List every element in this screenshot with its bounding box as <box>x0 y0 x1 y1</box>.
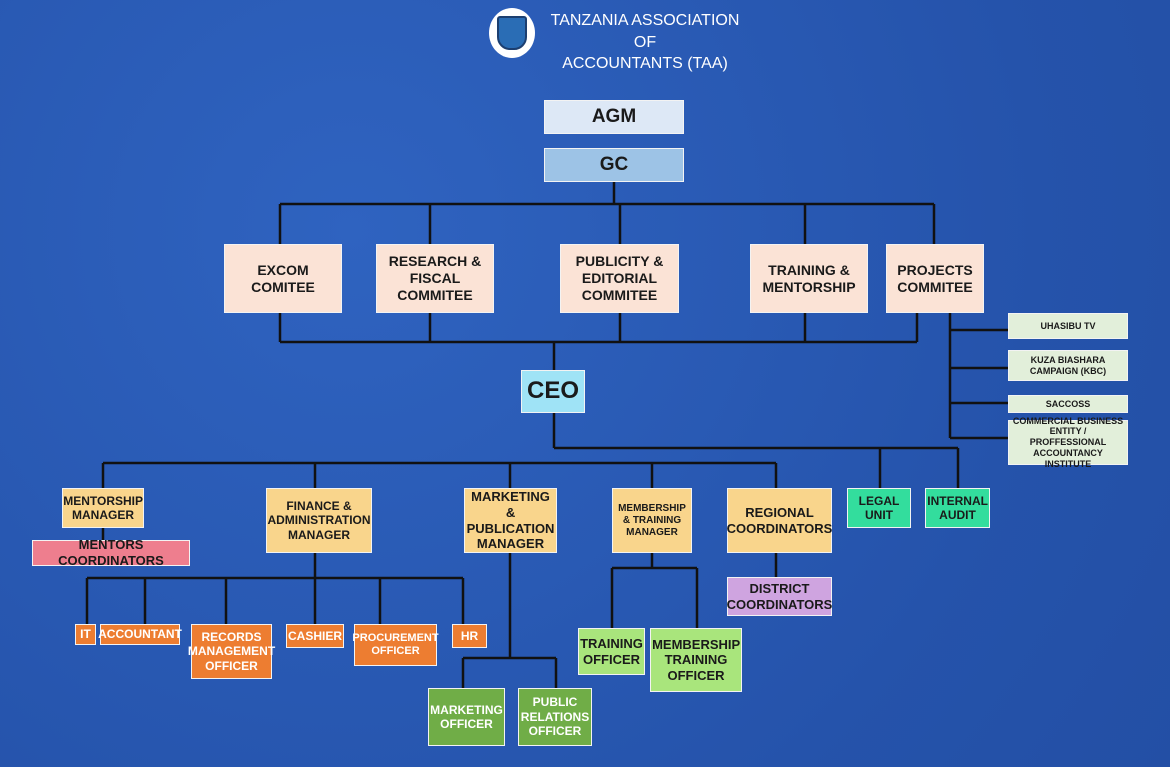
project-kbc: KUZA BIASHARA CAMPAIGN (KBC) <box>1008 350 1128 381</box>
internal-audit: INTERNAL AUDIT <box>925 488 990 528</box>
project-saccoss: SACCOSS <box>1008 395 1128 413</box>
membership-manager: MEMBERSHIP & TRAINING MANAGER <box>612 488 692 553</box>
regional-coordinators: REGIONAL COORDINATORS <box>727 488 832 553</box>
title-line-1: TANZANIA ASSOCIATION OF <box>550 12 740 51</box>
committee-projects: PROJECTS COMMITEE <box>886 244 984 313</box>
staff-records-officer: RECORDS MANAGEMENT OFFICER <box>188 624 275 679</box>
finance-manager: FINANCE & ADMINISTRATION MANAGER <box>266 488 372 553</box>
project-commercial-entity: COMMERCIAL BUSINESS ENTITY / PROFFESSION… <box>1008 416 1128 469</box>
committee-excom: EXCOM COMITEE <box>224 244 342 313</box>
mentors-coordinators: MENTORS COORDINATORS <box>32 537 190 568</box>
agm-box: AGM <box>544 100 684 134</box>
staff-it: IT <box>75 624 96 645</box>
marketing-manager: MARKETING & PUBLICATION MANAGER <box>464 488 557 553</box>
ceo-box: CEO <box>521 370 585 413</box>
training-officer: TRAINING OFFICER <box>578 628 645 675</box>
taa-logo <box>489 8 535 58</box>
staff-cashier: CASHIER <box>286 624 344 648</box>
committee-publicity: PUBLICITY & EDITORIAL COMMITEE <box>560 244 679 313</box>
page-title: TANZANIA ASSOCIATION OF ACCOUNTANTS (TAA… <box>540 10 750 75</box>
membership-training-officer: MEMBERSHIP TRAINING OFFICER <box>650 628 742 692</box>
mentorship-manager: MENTORSHIP MANAGER <box>62 488 144 528</box>
committee-research: RESEARCH & FISCAL COMMITEE <box>376 244 494 313</box>
staff-accountant: ACCOUNTANT <box>98 624 182 645</box>
marketing-officer: MARKETING OFFICER <box>428 688 505 746</box>
staff-hr: HR <box>452 624 487 648</box>
gc-box: GC <box>544 148 684 182</box>
legal-unit: LEGAL UNIT <box>847 488 911 528</box>
public-relations-officer: PUBLIC RELATIONS OFFICER <box>518 688 592 746</box>
title-line-2: ACCOUNTANTS (TAA) <box>562 55 728 73</box>
shield-icon <box>497 16 527 50</box>
staff-procurement-officer: PROCUREMENT OFFICER <box>352 624 439 666</box>
district-coordinators: DISTRICT COORDINATORS <box>727 577 832 616</box>
committee-training: TRAINING & MENTORSHIP <box>750 244 868 313</box>
project-uhasibu-tv: UHASIBU TV <box>1008 313 1128 339</box>
